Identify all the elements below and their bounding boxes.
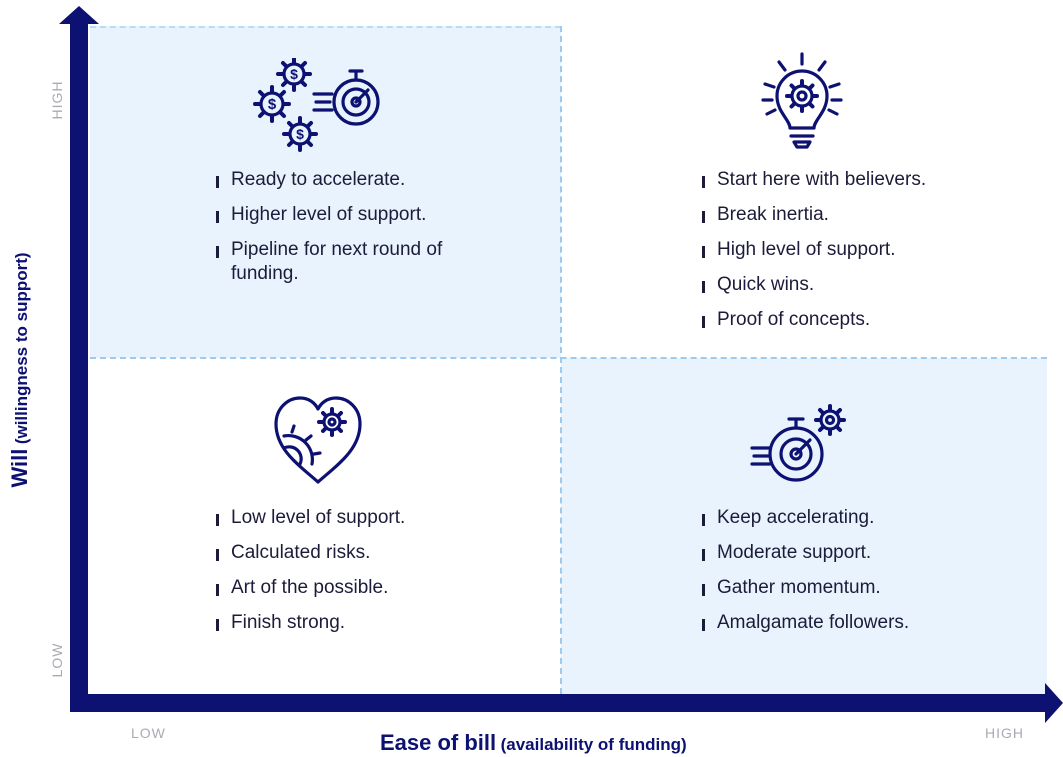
list-item-text: Moderate support. [717, 542, 872, 563]
svg-text:$: $ [296, 126, 304, 142]
list-item: Finish strong. [213, 611, 513, 635]
list-item: Amalgamate followers. [699, 611, 1019, 635]
x-axis-title: Ease of bill (availability of funding) [380, 730, 687, 756]
bullet-marker [216, 514, 219, 526]
list-item-text: Proof of concepts. [717, 309, 871, 330]
y-axis-high-label: HIGH [49, 80, 65, 120]
vertical-divider [560, 26, 562, 694]
list-item: Quick wins. [699, 273, 1019, 297]
list-item: Art of the possible. [213, 576, 513, 600]
quadrant-top-left-list: Ready to accelerate. Higher level of sup… [213, 168, 513, 297]
horizontal-divider [90, 357, 1047, 359]
x-axis-line [70, 694, 1048, 712]
x-axis-title-sub: (availability of funding) [500, 735, 687, 754]
list-item: Gather momentum. [699, 576, 1019, 600]
x-axis-high-label: HIGH [985, 725, 1024, 741]
list-item-text: Low level of support. [231, 507, 406, 528]
bullet-marker [702, 246, 705, 258]
bullet-marker [702, 514, 705, 526]
svg-text:$: $ [290, 66, 298, 82]
heart-gears-icon [274, 396, 362, 484]
bullet-marker [216, 176, 219, 188]
list-item-text: Ready to accelerate. [231, 169, 406, 190]
y-axis-title-sub: (willingness to support) [12, 252, 31, 445]
svg-text:$: $ [268, 96, 277, 113]
x-axis-title-main: Ease of bill [380, 730, 497, 755]
quadrant-bottom-right-list: Keep accelerating. Moderate support. Gat… [699, 506, 1019, 646]
list-item: Calculated risks. [213, 541, 513, 565]
x-axis-arrow [1045, 683, 1063, 723]
bullet-marker [702, 584, 705, 596]
bullet-marker [216, 246, 219, 258]
list-item: Ready to accelerate. [213, 168, 513, 192]
quadrant-top-right-list: Start here with believers. Break inertia… [699, 168, 1019, 343]
list-item-text: Gather momentum. [717, 577, 881, 598]
bullet-marker [702, 316, 705, 328]
bullet-marker [702, 281, 705, 293]
list-item: Keep accelerating. [699, 506, 1019, 530]
list-item-text: Calculated risks. [231, 542, 371, 563]
list-item: Break inertia. [699, 203, 1019, 227]
list-item-text: High level of support. [717, 239, 896, 260]
gears-money-stopwatch-icon: $ $ $ [253, 58, 380, 152]
y-axis-title-main: Will [7, 448, 32, 488]
list-item: Start here with believers. [699, 168, 1019, 192]
list-item-text: Pipeline for next round of funding. [231, 239, 443, 284]
lightbulb-gear-icon [761, 52, 843, 149]
quadrant-bottom-right [561, 358, 1047, 694]
y-axis-title: Will (willingness to support) [7, 252, 33, 487]
bullet-marker [702, 549, 705, 561]
list-item-text: Keep accelerating. [717, 507, 875, 528]
list-item-text: Higher level of support. [231, 204, 427, 225]
y-axis-arrow [59, 6, 99, 24]
bullet-marker [702, 176, 705, 188]
list-item: High level of support. [699, 238, 1019, 262]
list-item: Moderate support. [699, 541, 1019, 565]
list-item-text: Start here with believers. [717, 169, 927, 190]
bullet-marker [702, 619, 705, 631]
list-item: Pipeline for next round of funding. [213, 238, 493, 286]
bullet-marker [216, 584, 219, 596]
list-item: Higher level of support. [213, 203, 513, 227]
quadrant-bottom-left-list: Low level of support. Calculated risks. … [213, 506, 513, 646]
bullet-marker [702, 211, 705, 223]
list-item-text: Art of the possible. [231, 577, 389, 598]
list-item-text: Amalgamate followers. [717, 612, 910, 633]
y-axis-line [70, 18, 88, 712]
quadrant-top-left [90, 26, 561, 358]
top-dashed-border [90, 26, 561, 28]
list-item: Low level of support. [213, 506, 513, 530]
bullet-marker [216, 619, 219, 631]
bullet-marker [216, 211, 219, 223]
list-item-text: Break inertia. [717, 204, 829, 225]
x-axis-low-label: LOW [131, 725, 166, 741]
list-item-text: Quick wins. [717, 274, 815, 295]
bullet-marker [216, 549, 219, 561]
list-item-text: Finish strong. [231, 612, 346, 633]
stopwatch-gear-icon [750, 404, 846, 482]
list-item: Proof of concepts. [699, 308, 1019, 332]
y-axis-low-label: LOW [49, 642, 65, 678]
